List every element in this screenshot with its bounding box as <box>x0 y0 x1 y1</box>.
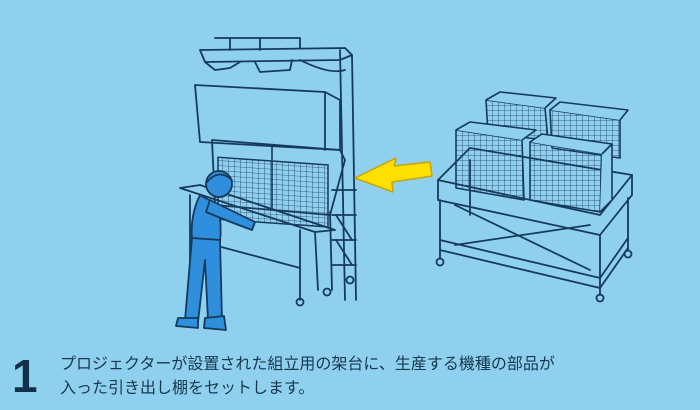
assembly-stand <box>179 37 357 307</box>
parts-drawers-on-cart <box>455 91 629 213</box>
arrow-left-icon <box>354 157 433 193</box>
worker <box>175 170 256 331</box>
illustration <box>175 37 633 331</box>
step-number: 1 <box>12 350 38 402</box>
step-caption: 1 プロジェクターが設置された組立用の架台に、生産する機種の部品が 入った引き出… <box>12 348 688 404</box>
step-description: プロジェクターが設置された組立用の架台に、生産する機種の部品が 入った引き出し棚… <box>60 354 555 397</box>
